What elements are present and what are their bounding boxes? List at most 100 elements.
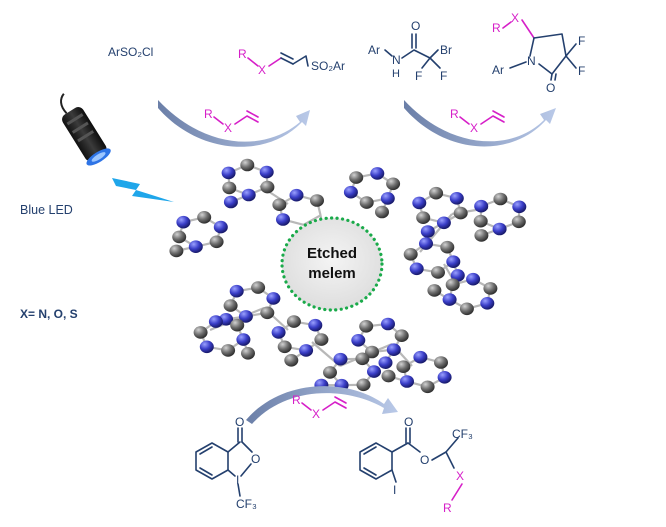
reagent-br: Br: [440, 43, 452, 57]
alkene-x: X: [470, 121, 478, 135]
curved-arrow-top-left: [158, 100, 310, 147]
reagent-h: H: [392, 68, 400, 80]
product-n: N: [527, 54, 536, 68]
reagent-n: N: [392, 53, 401, 67]
carbon-atom: [223, 299, 238, 312]
carbon-atom: [434, 356, 448, 369]
carbon-atom: [260, 180, 275, 194]
nitrogen-atom: [419, 237, 433, 250]
reagent-f2: F: [440, 69, 447, 83]
product-ar: Ar: [492, 63, 504, 77]
carbon-atom: [260, 306, 275, 320]
catalyst-label-line2: melem: [308, 265, 356, 282]
bromodifluoroacetamide-reagent: Ar N H O Br F F: [368, 19, 452, 83]
nitrogen-atom: [413, 350, 428, 364]
carbon-atom: [349, 171, 364, 184]
curved-arrow-bottom: [246, 386, 398, 424]
carbon-atom: [429, 186, 444, 200]
nitrogen-atom: [299, 344, 314, 357]
catalyst-label-line1: Etched: [307, 245, 357, 262]
nitrogen-atom: [188, 240, 203, 253]
nitrogen-atom: [236, 333, 251, 346]
carbon-atom: [323, 366, 337, 379]
nitrogen-atom: [223, 195, 238, 209]
alkene-r: R: [204, 107, 213, 121]
nitrogen-atom: [412, 196, 427, 210]
nitrogen-atom: [221, 166, 236, 180]
reaction-sulfonylation: ArSO₂Cl R X SO₂Ar R X: [108, 45, 345, 135]
carbon-atom: [355, 352, 370, 366]
carbon-atom: [240, 158, 255, 172]
nitrogen-atom: [343, 185, 358, 199]
nitrogen-atom: [276, 213, 290, 226]
togni-reagent: O O I CF₃: [195, 415, 260, 511]
product-f2: F: [578, 64, 585, 78]
togni-o-ring: O: [251, 452, 260, 466]
light-source-label: Blue LED: [20, 203, 73, 217]
carbon-atom: [453, 206, 468, 220]
product-so2ar: SO₂Ar: [311, 59, 345, 73]
nitrogen-atom: [449, 192, 464, 205]
togni-cf3: CF₃: [236, 497, 257, 511]
nitrogen-atom: [480, 297, 495, 310]
reagent-f1: F: [415, 69, 422, 83]
product-o-ester: O: [420, 453, 429, 467]
carbon-atom: [310, 194, 324, 207]
product-r: R: [238, 47, 247, 61]
reagent-arso2cl: ArSO₂Cl: [108, 45, 153, 59]
carbon-atom: [222, 181, 237, 195]
nitrogen-atom: [238, 310, 253, 323]
nitrogen-atom: [370, 167, 385, 180]
nitrogen-atom: [437, 371, 452, 384]
nitrogen-atom: [208, 315, 223, 328]
carbon-atom: [286, 315, 301, 328]
carbon-atom: [230, 318, 245, 332]
carbon-atom: [365, 345, 379, 359]
product-f1: F: [578, 34, 585, 48]
nitrogen-atom: [409, 262, 424, 276]
carbon-atom: [427, 284, 442, 297]
network-atoms: [169, 158, 527, 394]
carbon-atom: [314, 333, 329, 346]
carbon-atom: [375, 205, 389, 219]
difluoro-lactam-product: R X Ar N O F F: [492, 11, 585, 95]
alkene-reagent: R X: [204, 107, 259, 135]
alkene-r: R: [450, 107, 459, 121]
nitrogen-atom: [266, 292, 281, 305]
carbon-atom: [459, 302, 474, 316]
carbon-atom: [381, 369, 396, 383]
alkene-reagent: R X: [450, 107, 505, 135]
nitrogen-atom: [450, 269, 465, 282]
nitrogen-atom: [474, 199, 489, 213]
nitrogen-atom: [229, 284, 244, 298]
nitrogen-atom: [400, 375, 414, 388]
lightning-icon: [112, 178, 174, 202]
nitrogen-atom: [446, 255, 461, 268]
nitrogen-atom: [241, 188, 256, 202]
melem-network: [169, 158, 527, 394]
carbon-atom: [359, 196, 374, 209]
carbon-atom: [169, 244, 184, 258]
carbon-atom: [396, 360, 411, 374]
nitrogen-atom: [333, 352, 348, 366]
reaction-lactamization: Ar N H O Br F F R X Ar N O F F: [368, 11, 585, 135]
carbon-atom: [209, 235, 224, 249]
network-bond: [302, 214, 322, 226]
togni-i: I: [236, 473, 239, 487]
nitrogen-atom: [271, 326, 286, 339]
carbon-atom: [241, 347, 255, 360]
carbon-atom: [193, 326, 208, 339]
nitrogen-atom: [420, 225, 435, 238]
nitrogen-atom: [436, 216, 451, 230]
alkene-reagent: R X: [292, 393, 347, 421]
carbon-atom: [403, 248, 418, 261]
carbon-atom: [197, 211, 212, 224]
carbon-atom: [356, 378, 371, 392]
reagent-o: O: [411, 19, 420, 33]
nitrogen-atom: [442, 293, 457, 306]
carbon-atom: [440, 240, 455, 254]
carbon-atom: [473, 214, 488, 228]
vinyl-sulfone-product: R X SO₂Ar: [238, 47, 345, 77]
nitrogen-atom: [213, 220, 228, 234]
